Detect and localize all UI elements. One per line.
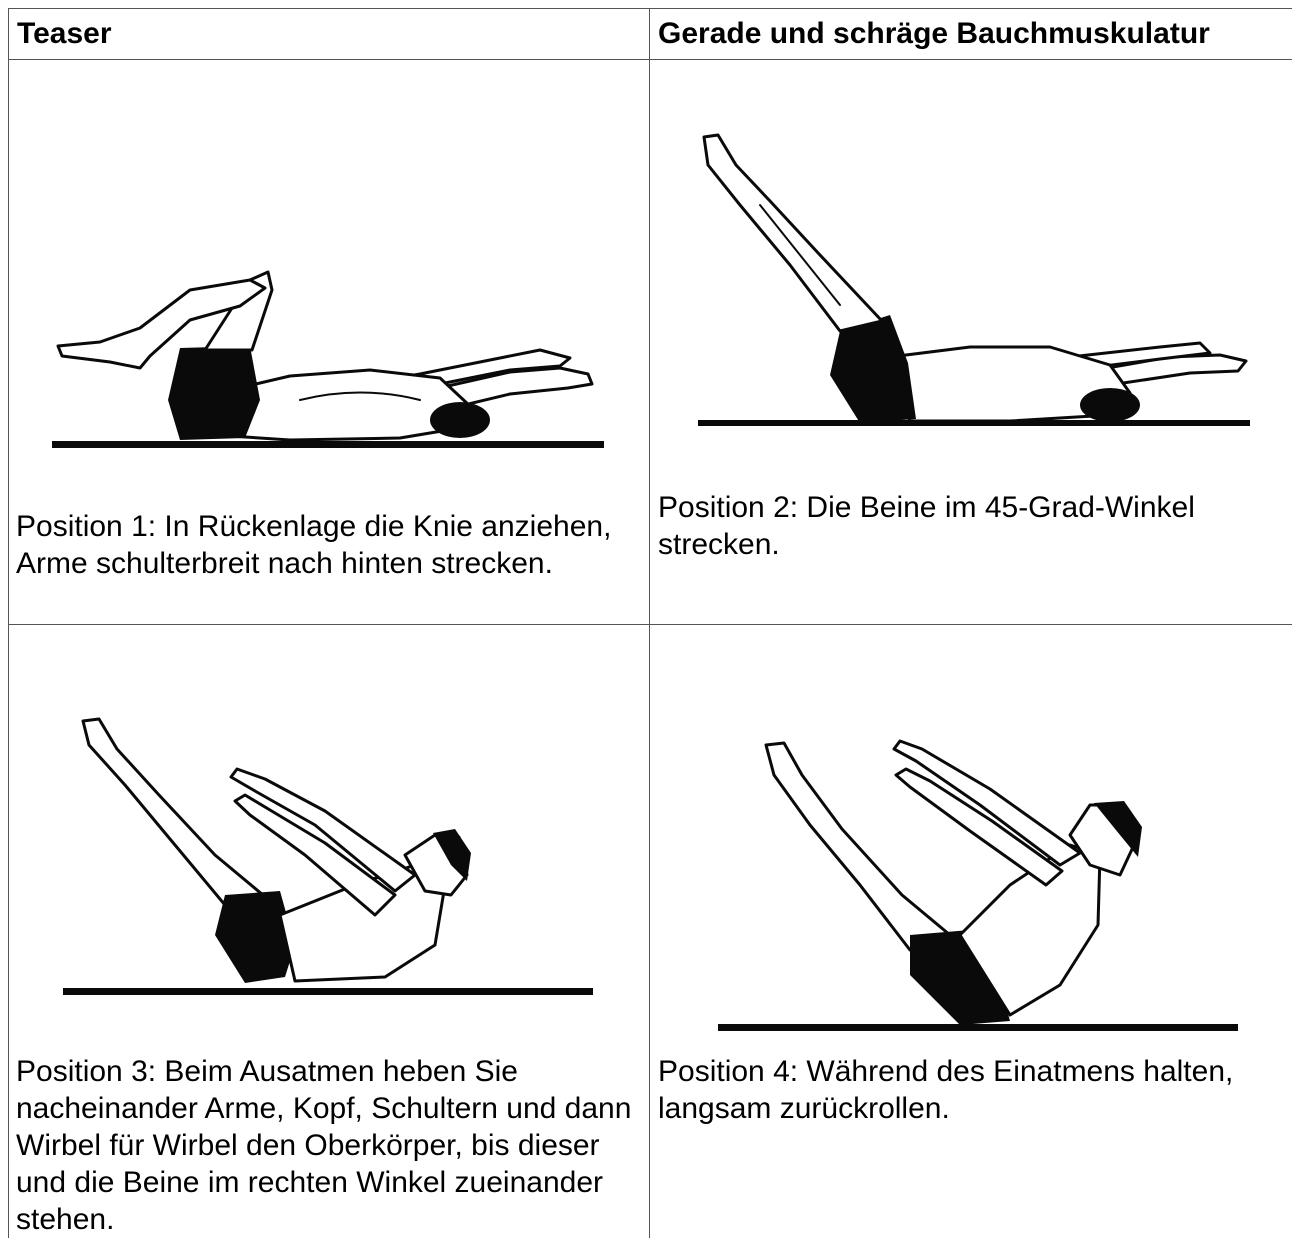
column-header-teaser: Teaser bbox=[17, 17, 112, 51]
column-divider bbox=[649, 8, 650, 1238]
position-2-caption: Position 2: Die Beine im 45-Grad-Winkel … bbox=[658, 489, 1283, 563]
position-1-figure bbox=[40, 250, 620, 460]
column-header-abdominal-muscles: Gerade und schräge Bauchmuskulatur bbox=[658, 17, 1210, 51]
row-divider bbox=[8, 624, 1292, 625]
table-top-border bbox=[8, 8, 1292, 9]
position-2-figure bbox=[690, 125, 1260, 435]
table-left-border bbox=[8, 8, 9, 1238]
position-3-figure bbox=[55, 715, 605, 1005]
header-row-border bbox=[8, 59, 1292, 60]
position-3-caption: Position 3: Beim Ausatmen heben Sie nach… bbox=[16, 1053, 636, 1238]
position-4-figure bbox=[710, 735, 1250, 1040]
position-1-caption: Position 1: In Rückenlage die Knie anzie… bbox=[16, 508, 636, 582]
position-4-caption: Position 4: Während des Einatmens halten… bbox=[658, 1053, 1283, 1127]
